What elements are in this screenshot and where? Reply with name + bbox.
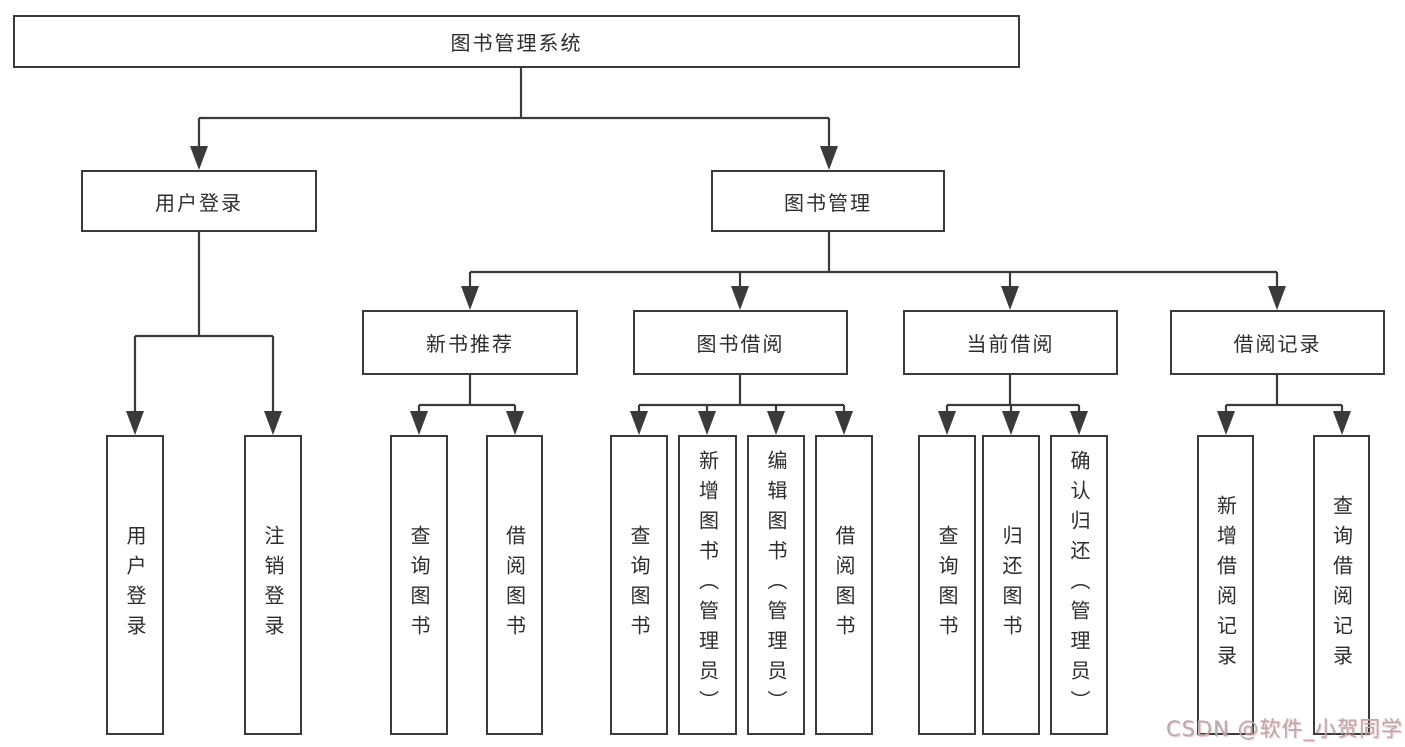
- arrowhead-icon: [1002, 411, 1020, 435]
- node-leaf-add-book-admin: 新增图书（管理员）: [678, 435, 737, 735]
- arrowhead-icon: [264, 411, 282, 435]
- node-leaf-query-borrow-rec: 查询借阅记录: [1313, 435, 1370, 735]
- arrowhead-icon: [190, 146, 208, 170]
- arrowhead-icon: [461, 286, 479, 310]
- node-borrow-records: 借阅记录: [1170, 310, 1385, 375]
- arrowhead-icon: [698, 411, 716, 435]
- arrowhead-icon: [938, 411, 956, 435]
- node-leaf-borrow-book-1: 借阅图书: [486, 435, 543, 735]
- arrowhead-icon: [630, 411, 648, 435]
- node-book-borrow: 图书借阅: [633, 310, 848, 375]
- node-leaf-edit-book-admin: 编辑图书（管理员）: [747, 435, 805, 735]
- node-current-borrow: 当前借阅: [903, 310, 1118, 375]
- node-leaf-add-borrow-rec: 新增借阅记录: [1197, 435, 1254, 735]
- node-book-management: 图书管理: [711, 170, 945, 232]
- node-leaf-query-book-2: 查询图书: [610, 435, 668, 735]
- node-user-login: 用户登录: [81, 170, 317, 232]
- node-leaf-query-book-1: 查询图书: [390, 435, 448, 735]
- arrowhead-icon: [1333, 411, 1351, 435]
- node-leaf-return-book: 归还图书: [982, 435, 1040, 735]
- node-leaf-borrow-book-2: 借阅图书: [815, 435, 873, 735]
- arrowhead-icon: [820, 146, 838, 170]
- arrowhead-icon: [126, 411, 144, 435]
- arrowhead-icon: [835, 411, 853, 435]
- arrowhead-icon: [1070, 411, 1088, 435]
- arrowhead-icon: [1001, 286, 1019, 310]
- node-leaf-logout: 注销登录: [244, 435, 302, 735]
- arrowhead-icon: [1268, 286, 1286, 310]
- arrowhead-icon: [731, 286, 749, 310]
- node-root: 图书管理系统: [13, 15, 1020, 68]
- arrowhead-icon: [506, 411, 524, 435]
- csdn-watermark: CSDN @软件_小贺同学: [1165, 717, 1403, 741]
- node-leaf-confirm-return: 确认归还（管理员）: [1050, 435, 1108, 735]
- arrowhead-icon: [767, 411, 785, 435]
- node-new-book-recommend: 新书推荐: [362, 310, 578, 375]
- node-leaf-user-login: 用户登录: [106, 435, 164, 735]
- arrowhead-icon: [1217, 411, 1235, 435]
- arrowhead-icon: [410, 411, 428, 435]
- node-leaf-query-book-3: 查询图书: [918, 435, 976, 735]
